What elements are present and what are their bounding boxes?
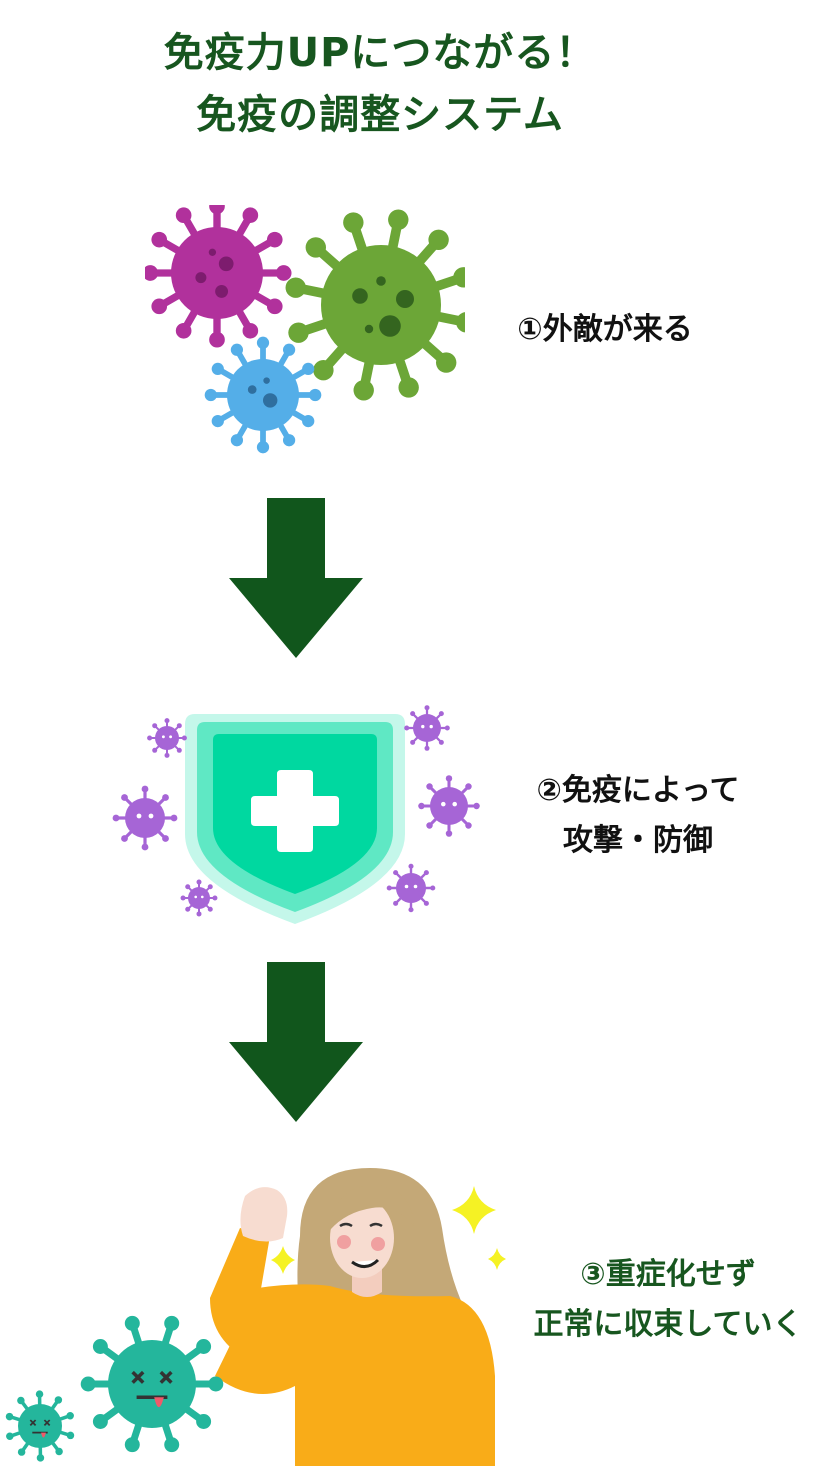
virus-icon [204,336,322,454]
virus-icon [145,205,292,348]
step-2-label: ②免疫によって 攻撃・防御 [488,766,788,866]
virus-icon [285,209,465,401]
virus-icon [80,1315,224,1453]
step-2-line-2: 攻撃・防御 [563,823,713,858]
virus-icon [404,705,450,751]
title-line-1: 免疫力UPにつながる！ [163,30,597,76]
sparkle-icon [488,1248,506,1270]
virus-cluster-illustration [145,205,465,454]
immune-defense-illustration [112,705,480,924]
sparkle-icon [452,1186,496,1234]
virus-icon [285,209,465,401]
virus-icon [204,336,322,454]
down-arrow-icon [229,962,363,1122]
step-1-line-1: ①外敵が来る [517,312,693,347]
step-2-line-1: ②免疫によって [536,773,740,808]
step-3-line-2: 正常に収束していく [533,1307,803,1342]
virus-icon [112,785,178,851]
title-line-2: 免疫の調整システム [196,92,564,138]
down-arrow-icon [229,498,363,658]
virus-icon [386,863,436,913]
virus-icon [145,205,292,348]
diagram-title: 免疫力UPにつながる！ 免疫の調整システム [0,22,760,146]
sparkle-icon [271,1246,295,1274]
step-3-line-1: ③重症化せず [580,1257,756,1292]
recovery-illustration [5,1168,506,1466]
step-1-label: ①外敵が来る [470,305,740,355]
step-3-label: ③重症化せず 正常に収束していく [500,1250,836,1350]
virus-icon [147,718,187,758]
virus-icon [5,1390,75,1462]
virus-icon [418,775,480,837]
shield-plus-icon [185,714,405,924]
virus-icon [180,879,218,917]
